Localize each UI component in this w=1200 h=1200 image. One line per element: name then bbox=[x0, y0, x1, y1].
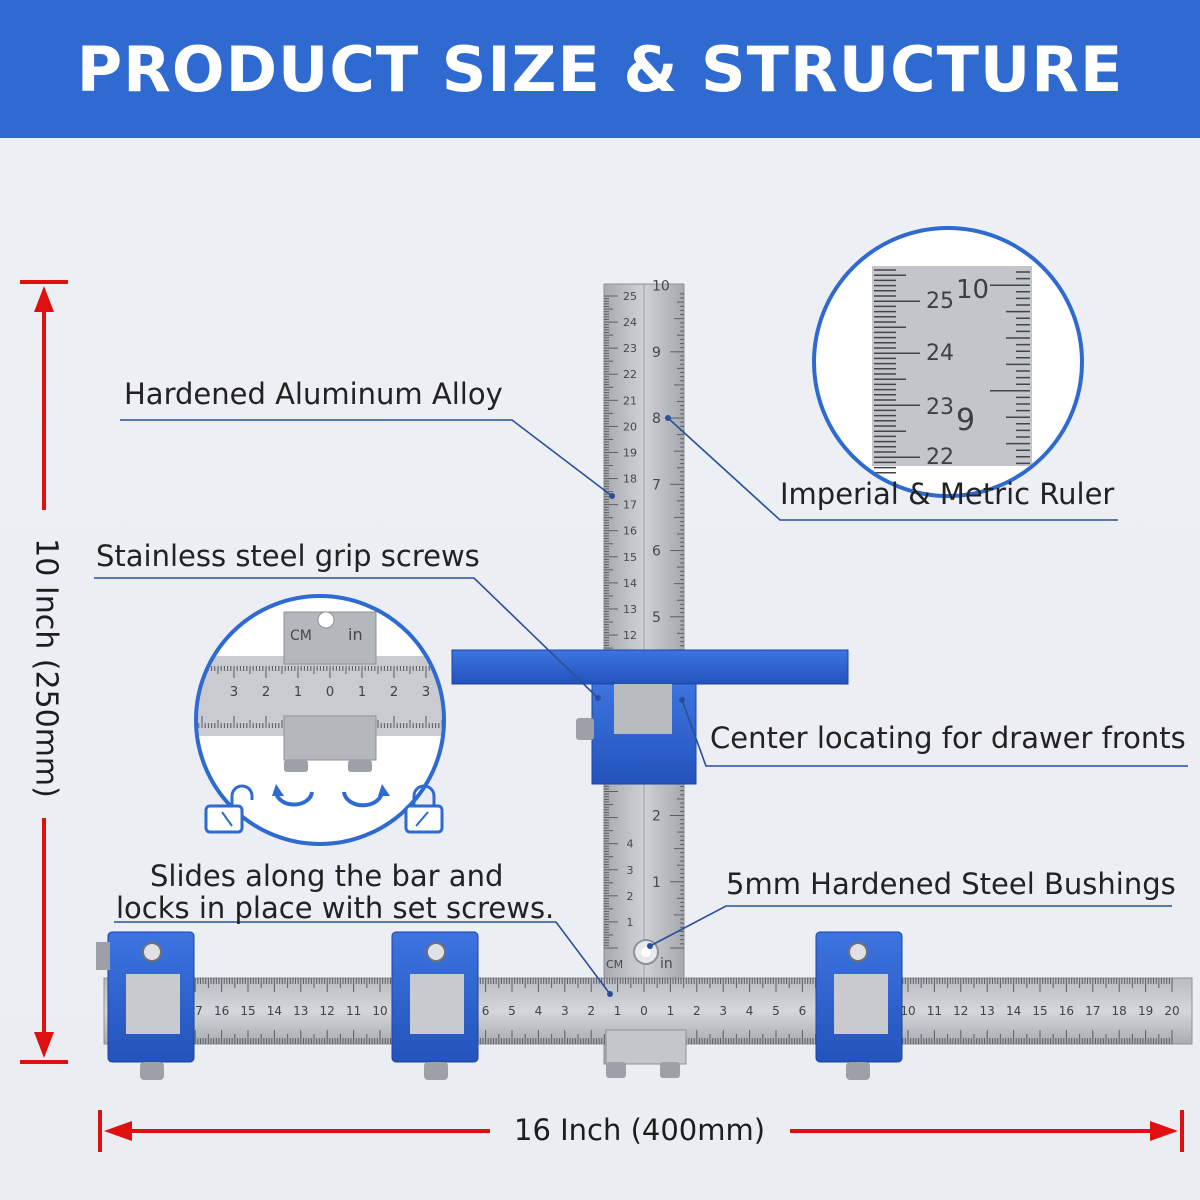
vruler-in-label: 2 bbox=[652, 809, 661, 825]
vruler-cm-label: 19 bbox=[623, 446, 637, 459]
vruler-in-label: 7 bbox=[652, 477, 661, 493]
hruler-label: 12 bbox=[953, 1004, 968, 1018]
zoom-in-10: 10 bbox=[956, 275, 989, 305]
hruler-label: 19 bbox=[1138, 1004, 1153, 1018]
vruler-cm-label: 23 bbox=[623, 342, 637, 355]
height-dimension-label: 10 Inch (250mm) bbox=[28, 538, 64, 798]
hruler-label: 13 bbox=[980, 1004, 995, 1018]
hruler-label: 5 bbox=[772, 1004, 780, 1018]
hruler-label: 3 bbox=[561, 1004, 569, 1018]
hruler-label: 6 bbox=[482, 1004, 490, 1018]
vruler-cm-label: 20 bbox=[623, 420, 637, 433]
zoom-grip-unit-cm: CM bbox=[290, 628, 312, 644]
hruler-label: 1 bbox=[614, 1004, 622, 1018]
callout-aluminum-alloy: Hardened Aluminum Alloy bbox=[124, 377, 503, 411]
hruler-label: 6 bbox=[799, 1004, 807, 1018]
hruler-label: 16 bbox=[1059, 1004, 1074, 1018]
hruler-label: 18 bbox=[1112, 1004, 1127, 1018]
zoom-grip-scale-label: 1 bbox=[294, 685, 302, 700]
vruler-in-label: 1 bbox=[652, 875, 661, 891]
vruler-cm-label: 2 bbox=[627, 890, 634, 903]
zoom-grip-scale-label: 3 bbox=[230, 685, 238, 700]
hruler-label: 10 bbox=[372, 1004, 387, 1018]
vruler-cm-label: 21 bbox=[623, 394, 637, 407]
hruler-label: 4 bbox=[746, 1004, 754, 1018]
zoom-grip-scale-label: 2 bbox=[390, 685, 398, 700]
zoom-grip-scale-label: 3 bbox=[422, 685, 430, 700]
vruler-cm-label: 22 bbox=[623, 368, 637, 381]
callout-grip-screws: Stainless steel grip screws bbox=[96, 539, 480, 573]
width-dimension-arrow bbox=[98, 1110, 1184, 1152]
vruler-cm-label: 4 bbox=[627, 838, 634, 851]
vruler-in-label: 8 bbox=[652, 411, 661, 427]
zoom-cm-25: 25 bbox=[926, 289, 954, 314]
vruler-cm-label: 3 bbox=[627, 864, 634, 877]
width-dimension-label: 16 Inch (400mm) bbox=[514, 1113, 766, 1147]
center-locating-slider bbox=[451, 649, 849, 785]
callout-slides-line1: Slides along the bar and bbox=[150, 859, 504, 893]
vruler-in-label: 6 bbox=[652, 544, 661, 560]
hruler-label: 13 bbox=[293, 1004, 308, 1018]
hruler-label: 4 bbox=[535, 1004, 543, 1018]
hruler-label: 16 bbox=[214, 1004, 229, 1018]
callout-center-locating: Center locating for drawer fronts bbox=[710, 721, 1186, 755]
vruler-unit-cm: CM bbox=[606, 958, 623, 971]
center-set-screws bbox=[605, 1029, 687, 1078]
vruler-cm-label: 1 bbox=[627, 916, 634, 929]
height-dimension-arrow bbox=[20, 280, 68, 1064]
hruler-label: 11 bbox=[346, 1004, 361, 1018]
vruler-in-label: 10 bbox=[652, 279, 670, 295]
vruler-cm-label: 18 bbox=[623, 473, 637, 486]
hruler-label: 2 bbox=[587, 1004, 595, 1018]
sliding-stop-right bbox=[815, 931, 903, 1080]
vruler-cm-label: 14 bbox=[623, 577, 637, 590]
hruler-label: 10 bbox=[900, 1004, 915, 1018]
zoom-grip-unit-in: in bbox=[348, 625, 363, 644]
zoom-grip-scale-label: 1 bbox=[358, 685, 366, 700]
hruler-label: 0 bbox=[640, 1004, 648, 1018]
callout-imperial-metric-ruler: Imperial & Metric Ruler bbox=[780, 477, 1115, 511]
zoom-cm-22: 22 bbox=[926, 445, 954, 470]
hruler-label: 12 bbox=[320, 1004, 335, 1018]
vruler-in-label: 9 bbox=[652, 345, 661, 361]
vruler-unit-in: in bbox=[660, 956, 673, 972]
vruler-cm-label: 12 bbox=[623, 629, 637, 642]
header-banner: PRODUCT SIZE & STRUCTURE bbox=[0, 0, 1200, 138]
vruler-cm-label: 24 bbox=[623, 316, 637, 329]
zoom-circle-ruler: 25 24 23 22 10 9 bbox=[812, 226, 1084, 498]
vruler-in-label: 5 bbox=[652, 610, 661, 626]
hruler-label: 20 bbox=[1164, 1004, 1179, 1018]
hruler-label: 1 bbox=[667, 1004, 675, 1018]
lock-icon bbox=[404, 784, 444, 834]
callout-leader-lines bbox=[94, 417, 1188, 995]
sliding-stop-middle bbox=[391, 931, 479, 1080]
unlock-icon bbox=[204, 784, 254, 834]
zoom-cm-23: 23 bbox=[926, 395, 954, 420]
hruler-label: 2 bbox=[693, 1004, 701, 1018]
hruler-label: 15 bbox=[240, 1004, 255, 1018]
hruler-label: 14 bbox=[267, 1004, 282, 1018]
sliding-stop-left bbox=[96, 931, 195, 1080]
zoom-grip-scale-label: 2 bbox=[262, 685, 270, 700]
zoom-circle-grip: 3 2 1 0 1 2 3 CM in bbox=[194, 594, 446, 846]
zoom-cm-24: 24 bbox=[926, 341, 954, 366]
zoom-in-9: 9 bbox=[956, 403, 975, 438]
vruler-cm-label: 15 bbox=[623, 551, 637, 564]
callout-slides-line2: locks in place with set screws. bbox=[116, 891, 555, 925]
vruler-cm-label: 17 bbox=[623, 499, 637, 512]
page-title: PRODUCT SIZE & STRUCTURE bbox=[76, 32, 1124, 106]
vruler-cm-label: 25 bbox=[623, 290, 637, 303]
hruler-label: 15 bbox=[1032, 1004, 1047, 1018]
zoom-grip-scale-label: 0 bbox=[326, 685, 334, 700]
hruler-label: 3 bbox=[719, 1004, 727, 1018]
hruler-label: 14 bbox=[1006, 1004, 1021, 1018]
vruler-cm-label: 13 bbox=[623, 603, 637, 616]
hruler-label: 5 bbox=[508, 1004, 516, 1018]
steel-bushing: CM in bbox=[606, 939, 673, 972]
callout-steel-bushings: 5mm Hardened Steel Bushings bbox=[726, 867, 1176, 901]
hruler-label: 11 bbox=[927, 1004, 942, 1018]
vruler-cm-label: 16 bbox=[623, 525, 637, 538]
hruler-label: 17 bbox=[1085, 1004, 1100, 1018]
